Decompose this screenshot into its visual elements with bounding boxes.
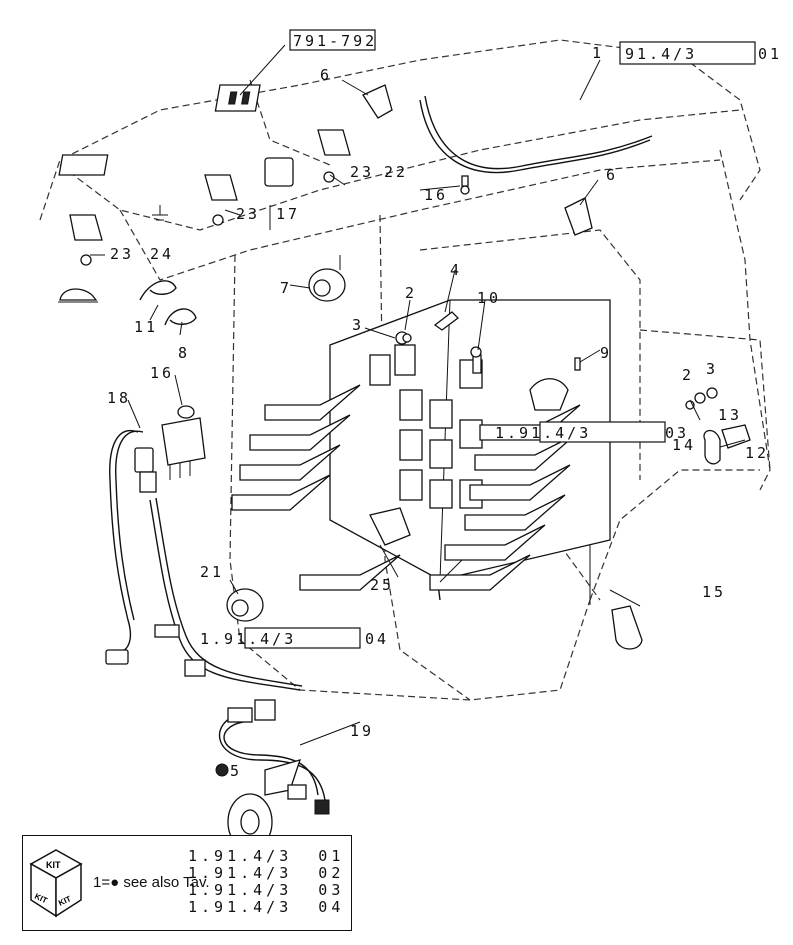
- legend-line-3: 1.91.4/3 03: [188, 881, 345, 899]
- turtle-icon: [58, 288, 98, 303]
- callout-11: 11: [134, 318, 158, 336]
- ref-04: 1.91.4/3: [200, 630, 296, 648]
- callout-2a: 2: [405, 284, 417, 302]
- grommet-parts: [226, 268, 346, 622]
- callout-10: 10: [477, 289, 501, 307]
- legend-box: KIT KIT KIT 1=● see also Tav. 1.91.4/3 0…: [22, 835, 352, 931]
- ref-01: 91.4/3: [625, 45, 697, 63]
- legend-equation: 1=● see also Tav.: [93, 874, 210, 891]
- callout-25: 25: [370, 576, 394, 594]
- callout-04: 04: [365, 630, 389, 648]
- callout-labels: 1 6 6 23 22 23 17 23 24 16 7 4 2 10 3 11…: [107, 44, 769, 780]
- relay-and-connector: [105, 405, 206, 677]
- callout-03: 03: [665, 424, 689, 442]
- ref-top-range: 791-792: [293, 32, 377, 50]
- callout-4: 4: [450, 261, 462, 279]
- ref-box-03: [539, 421, 666, 443]
- legend-line-1: 1.91.4/3 01: [188, 847, 345, 865]
- callout-23c: 23: [110, 245, 134, 263]
- chevron-shapes: [231, 384, 581, 591]
- callout-1: 1: [592, 44, 604, 62]
- callout-16: 16: [150, 364, 174, 382]
- callout-3a: 3: [352, 316, 364, 334]
- callout-6b: 6: [606, 166, 618, 184]
- callout-19: 19: [350, 722, 374, 740]
- switch-parts: [58, 84, 351, 266]
- callout-01: 01: [758, 45, 782, 63]
- callout-2b: 2: [682, 366, 694, 384]
- callout-16b: 16: [424, 186, 448, 204]
- leader-lines: [90, 44, 746, 746]
- kit-box-icon: KIT KIT KIT: [29, 849, 83, 918]
- callout-14: 14: [672, 436, 696, 454]
- callout-9: 9: [600, 344, 612, 362]
- callout-23a: 23: [350, 163, 374, 181]
- callout-18: 18: [107, 389, 131, 407]
- callout-21: 21: [200, 563, 224, 581]
- callout-22: 22: [384, 163, 408, 181]
- callout-3b: 3: [706, 360, 718, 378]
- ref-box-01: [619, 41, 756, 65]
- callout-17: 17: [276, 205, 300, 223]
- legend-line-2: 1.91.4/3 02: [188, 864, 345, 882]
- callout-6a: 6: [320, 66, 332, 84]
- callout-23b: 23: [236, 205, 260, 223]
- ref-03: 1.91.4/3: [495, 424, 591, 442]
- callout-12: 12: [745, 444, 769, 462]
- callout-24: 24: [150, 245, 174, 263]
- legend-line-4: 1.91.4/3 04: [188, 898, 345, 916]
- cable-ties: [139, 280, 197, 326]
- callout-15: 15: [702, 583, 726, 601]
- clip-parts: [362, 84, 593, 236]
- small-parts: [369, 175, 751, 650]
- callout-13: 13: [718, 406, 742, 424]
- callout-7: 7: [280, 279, 292, 297]
- ref-box-top: [289, 29, 376, 51]
- cab-outline: [39, 39, 771, 701]
- callout-8: 8: [178, 344, 190, 362]
- callout-5: 5: [230, 762, 242, 780]
- kit-label-top: KIT: [46, 860, 61, 870]
- ref-box-04: [244, 627, 361, 649]
